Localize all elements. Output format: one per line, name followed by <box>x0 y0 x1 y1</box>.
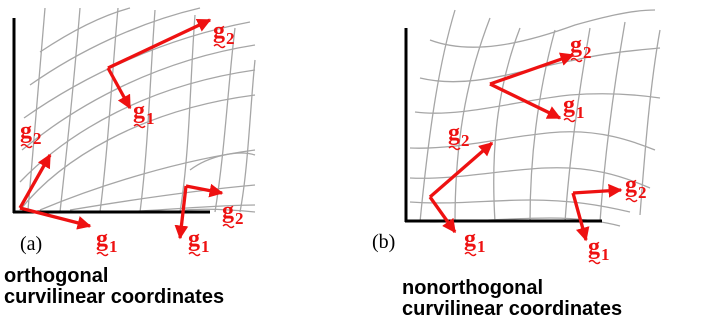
vector-g1-upper-b <box>489 82 562 120</box>
vector-letter: g <box>464 226 476 252</box>
caption-nonorthogonal-line2: curvilinear coordinates <box>402 298 623 320</box>
panel-orthogonal: (a) <box>12 7 256 255</box>
vector-g1-lower-a <box>19 206 92 230</box>
tilde-mark-icon <box>464 251 477 257</box>
vector-g1-corner-b <box>571 192 590 242</box>
vector-g2-corner-b <box>572 183 623 198</box>
vector-index: 2 <box>235 209 244 228</box>
vector-letter: g <box>448 120 460 146</box>
vector-letter: g <box>222 198 234 224</box>
vector-letter: g <box>563 92 575 118</box>
panel-nonorthogonal: (b) <box>372 9 661 253</box>
caption-orthogonal: orthogonal curvilinear coordinates <box>4 266 224 308</box>
vector-index: 1 <box>576 103 585 122</box>
vector-letter: g <box>588 234 600 260</box>
vector-g2-lower-a <box>18 153 52 209</box>
vector-g1-lower-b <box>428 196 457 234</box>
tilde-mark-icon <box>588 259 601 265</box>
axes-b <box>404 28 602 223</box>
vector-letter: g <box>570 32 582 58</box>
vector-index: 2 <box>226 29 235 48</box>
vector-letter: g <box>213 18 225 44</box>
tilde-mark-icon <box>448 145 461 151</box>
caption-orthogonal-line2: curvilinear coordinates <box>4 286 225 308</box>
vector-index: 1 <box>201 237 210 256</box>
tilde-mark-icon <box>20 143 33 149</box>
tilde-mark-icon <box>563 117 576 123</box>
vector-letter: g <box>188 226 200 252</box>
tilde-mark-icon <box>222 223 235 229</box>
curvilinear-grid-b <box>409 9 661 227</box>
vector-g2-upper-b <box>489 52 575 86</box>
curvilinear-grid-a <box>19 7 256 213</box>
vector-g2-corner-a <box>185 183 224 198</box>
tilde-mark-icon <box>188 251 201 257</box>
tilde-mark-icon <box>96 251 109 257</box>
panel-tag-b: (b) <box>372 231 395 253</box>
vector-index: 2 <box>638 183 647 202</box>
vector-index: 1 <box>146 109 155 128</box>
caption-nonorthogonal: nonorthogonal curvilinear coordinates <box>402 278 622 320</box>
tilde-mark-icon <box>570 57 583 63</box>
tilde-mark-icon <box>133 123 146 129</box>
vector-index: 2 <box>33 129 42 148</box>
vector-letter: g <box>20 118 32 144</box>
panel-tag-a: (a) <box>20 233 42 255</box>
vector-index: 2 <box>583 43 592 62</box>
basis-vectors-a <box>18 18 224 240</box>
caption-nonorthogonal-line1: nonorthogonal <box>402 277 544 299</box>
vector-g2-lower-b <box>428 141 494 199</box>
vector-letter: g <box>96 226 108 252</box>
vector-g1-corner-a <box>174 185 189 240</box>
vector-index: 1 <box>601 245 610 264</box>
vector-letter: g <box>625 172 637 198</box>
vector-g1-upper-a <box>106 67 132 110</box>
vector-index: 1 <box>477 237 486 256</box>
vector-index: 2 <box>461 131 470 150</box>
vector-index: 1 <box>109 237 118 256</box>
vector-letter: g <box>133 98 145 124</box>
tilde-mark-icon <box>213 43 226 49</box>
basis-vectors-b <box>428 52 623 242</box>
tilde-mark-icon <box>625 197 638 203</box>
caption-orthogonal-line1: orthogonal <box>4 265 109 287</box>
axes-a <box>12 18 210 214</box>
vector-g2-upper-a <box>107 18 212 70</box>
